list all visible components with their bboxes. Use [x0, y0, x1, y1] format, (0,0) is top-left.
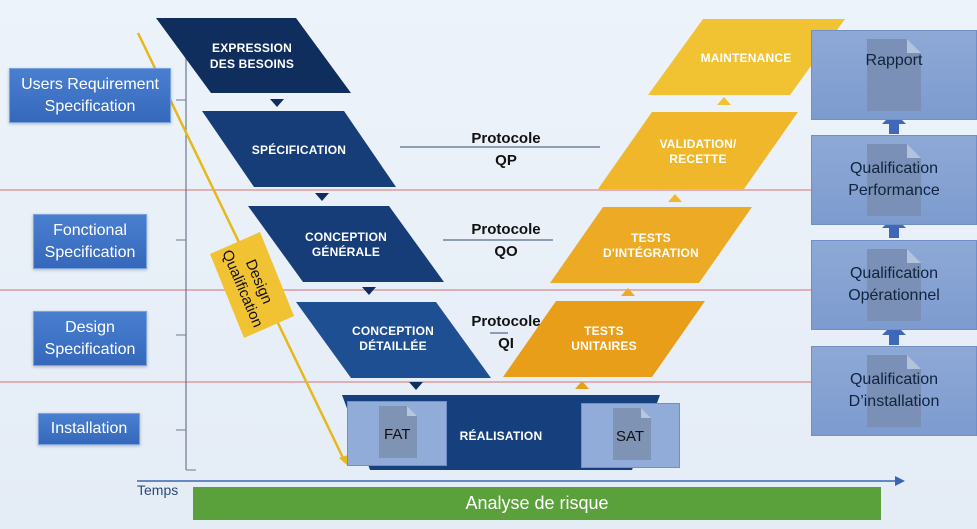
protocol-qi-code: QI: [498, 335, 514, 352]
v-block-tests-integration: [550, 207, 752, 283]
stack-qualification-installation-label: Qualification D’installation: [848, 371, 940, 410]
time-axis-label: Temps: [137, 482, 179, 498]
stack-qualification-operationnel: Qualification Opérationnel: [811, 240, 977, 330]
protocol-qo-code: QO: [494, 243, 518, 260]
v-bottom-label: RÉALISATION: [460, 428, 543, 443]
stack-qualification-performance: Qualification Performance: [811, 135, 977, 225]
v-right-3-line2: D'INTÉGRATION: [603, 245, 699, 260]
v-right-1-line1: MAINTENANCE: [701, 51, 792, 65]
down-arrow-1: [270, 99, 284, 107]
v-left-4-line1: CONCEPTION: [352, 324, 434, 338]
stack-rapport-label: Rapport: [865, 52, 923, 69]
v-right-4-line2: UNITAIRES: [571, 339, 637, 353]
qo-document-icon: [867, 249, 921, 321]
sat-label: SAT: [616, 428, 645, 445]
stack-qualification-installation: Qualification D’installation: [811, 346, 977, 436]
protocol-qi-title: Protocole: [471, 313, 541, 330]
design-qualification-box: Design Qualification: [210, 232, 294, 338]
v-right-4-line1: TESTS: [584, 324, 624, 338]
protocol-qp-title: Protocole: [471, 130, 541, 147]
down-arrow-4: [409, 382, 423, 390]
protocol-qp-code: QP: [495, 152, 517, 169]
v-left-4-line2: DÉTAILLÉE: [359, 338, 427, 353]
down-arrow-2: [315, 193, 329, 201]
phase-users-requirement: Users Requirement Specification: [9, 68, 171, 123]
up-arrow-4: [575, 381, 589, 389]
protocol-qi: Protocole QI: [460, 311, 552, 355]
v-left-3-line1: CONCEPTION: [305, 230, 387, 244]
v-block-conception-generale: [248, 206, 444, 282]
phase-installation-label: Installation: [50, 420, 128, 437]
v-left-1-line1: EXPRESSION: [212, 41, 292, 55]
v-left-2-line1: SPÉCIFICATION: [252, 142, 346, 157]
qp-document-icon: [867, 144, 921, 216]
stack-qualification-performance-label: Qualification Performance: [848, 160, 940, 199]
v-right-2-line1: VALIDATION/: [659, 137, 737, 151]
phase-installation: Installation: [38, 413, 140, 445]
down-arrow-3: [362, 287, 376, 295]
v-block-validation: [598, 112, 798, 189]
phase-users-requirement-label: Users Requirement Specification: [21, 75, 159, 115]
qi-document-icon: [867, 355, 921, 427]
phase-design-specification: Design Specification: [33, 311, 147, 366]
stack-qualification-operationnel-label: Qualification Opérationnel: [848, 265, 940, 304]
v-right-2-line2: RECETTE: [669, 152, 726, 166]
fat-label: FAT: [384, 426, 411, 443]
phase-design-specification-label: Design Specification: [44, 318, 136, 358]
up-arrow-3: [621, 288, 635, 296]
phase-fonctional-specification-label: Fonctional Specification: [44, 221, 136, 261]
v-block-conception-detaillee: [296, 302, 491, 378]
v-block-tests-unitaires: [503, 301, 705, 377]
time-axis-arrowhead: [895, 476, 905, 486]
up-arrow-2: [668, 194, 682, 202]
v-left-1-line2: DES BESOINS: [210, 57, 294, 71]
stack-rapport: Rapport: [811, 30, 977, 120]
protocol-qo-title: Protocole: [471, 221, 541, 238]
protocol-qp: Protocole QP: [460, 128, 552, 172]
v-block-specification: [202, 111, 396, 187]
v-right-3-line1: TESTS: [631, 231, 671, 245]
protocol-qo: Protocole QO: [460, 219, 552, 263]
risk-analysis-label: Analyse de risque: [465, 493, 609, 513]
v-left-3-line2: GÉNÉRALE: [312, 244, 380, 259]
sat-box: SAT: [581, 403, 680, 468]
phase-fonctional-specification: Fonctional Specification: [33, 214, 147, 269]
risk-analysis-bar: Analyse de risque: [193, 487, 881, 520]
up-arrow-1: [717, 97, 731, 105]
sat-document-icon: [613, 408, 651, 460]
v-block-maintenance: [648, 19, 845, 95]
rapport-document-icon: [867, 39, 921, 111]
fat-box: FAT: [347, 401, 447, 466]
fat-document-icon: [379, 406, 417, 458]
v-block-expression: [156, 18, 351, 93]
